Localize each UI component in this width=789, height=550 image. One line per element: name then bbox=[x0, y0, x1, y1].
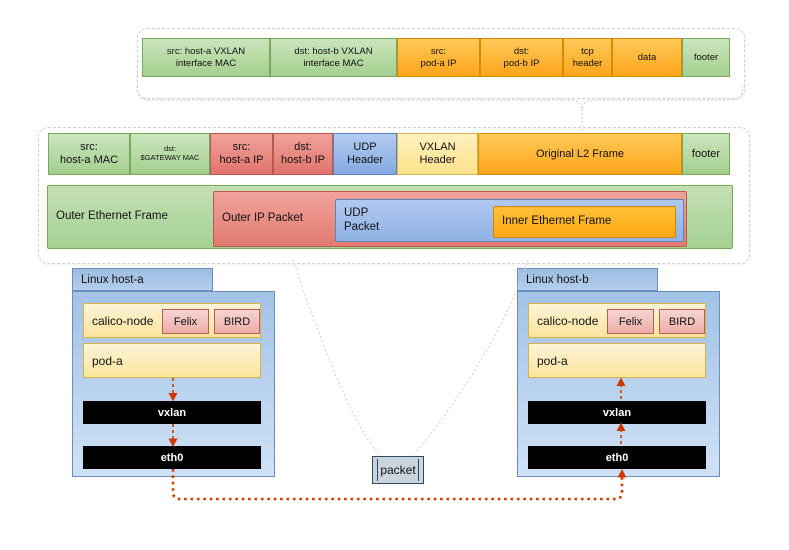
pod-label: pod-a bbox=[537, 353, 568, 368]
felix-label: Felix bbox=[618, 315, 643, 328]
host-b-pod-box: pod-a bbox=[528, 343, 706, 378]
host-a-felix-box: Felix bbox=[162, 309, 209, 334]
frame-segment-dst-gateway-mac: dst: $GATEWAY MAC bbox=[130, 133, 210, 175]
frame-segment-tcp-header: tcp header bbox=[563, 38, 612, 77]
inner-ethernet-frame-box: Inner Ethernet Frame bbox=[493, 206, 676, 238]
host-a-title: Linux host-a bbox=[81, 273, 144, 286]
felix-label: Felix bbox=[173, 315, 198, 328]
frame-segment-dst-host-ip: dst: host-b IP bbox=[273, 133, 333, 175]
linux-host-b-box: calico-node Felix BIRD pod-a vxlan eth0 bbox=[517, 291, 720, 477]
udp-packet-label: UDP Packet bbox=[344, 206, 380, 233]
frame-segment-src-host-ip: src: host-a IP bbox=[210, 133, 273, 175]
host-b-vxlan-interface: vxlan bbox=[528, 401, 706, 424]
frame-segment-original-l2-frame: Original L2 Frame bbox=[478, 133, 682, 175]
vxlan-label: vxlan bbox=[602, 406, 632, 419]
bird-label: BIRD bbox=[223, 315, 251, 328]
outer-ethernet-frame-label: Outer Ethernet Frame bbox=[56, 210, 168, 223]
host-a-bird-box: BIRD bbox=[214, 309, 260, 334]
funnel-connector-left bbox=[292, 259, 380, 455]
inner-ethernet-frame-label: Inner Ethernet Frame bbox=[502, 215, 612, 228]
pod-label: pod-a bbox=[92, 353, 123, 368]
vxlan-label: vxlan bbox=[157, 406, 187, 419]
packet-box: packet bbox=[372, 456, 424, 484]
linux-host-a-box: calico-node Felix BIRD pod-a vxlan eth0 bbox=[72, 291, 275, 477]
frame-segment-outer-footer: footer bbox=[682, 133, 730, 175]
packet-side-line bbox=[377, 459, 378, 481]
outer-ip-packet-label: Outer IP Packet bbox=[222, 212, 303, 225]
outer-ip-packet-box: Outer IP Packet UDP Packet Inner Etherne… bbox=[213, 191, 687, 247]
funnel-connector-right bbox=[413, 259, 529, 455]
bird-label: BIRD bbox=[668, 315, 696, 328]
frame-segment-src-pod-ip: src: pod-a IP bbox=[397, 38, 480, 77]
frame-segment-dst-pod-ip: dst: pod-b IP bbox=[480, 38, 563, 77]
host-a-eth0-interface: eth0 bbox=[83, 446, 261, 469]
host-b-tab: Linux host-b bbox=[517, 268, 658, 291]
frame-segment-vxlan-header: VXLAN Header bbox=[397, 133, 478, 175]
calico-node-label: calico-node bbox=[92, 313, 154, 328]
host-a-calico-node-box: calico-node Felix BIRD bbox=[83, 303, 261, 338]
host-b-calico-node-box: calico-node Felix BIRD bbox=[528, 303, 706, 338]
eth0-label: eth0 bbox=[160, 451, 184, 464]
host-a-pod-box: pod-a bbox=[83, 343, 261, 378]
udp-packet-box: UDP Packet Inner Ethernet Frame bbox=[335, 199, 684, 242]
packet-label: packet bbox=[380, 463, 416, 477]
host-b-eth0-interface: eth0 bbox=[528, 446, 706, 469]
frame-segment-udp-header: UDP Header bbox=[333, 133, 397, 175]
host-b-bird-box: BIRD bbox=[659, 309, 705, 334]
frame-segment-src-vxlan-mac: src: host-a VXLAN interface MAC bbox=[142, 38, 270, 77]
host-b-title: Linux host-b bbox=[526, 273, 589, 286]
frame-segment-footer: footer bbox=[682, 38, 730, 77]
host-a-tab: Linux host-a bbox=[72, 268, 213, 291]
frame-segment-data: data bbox=[612, 38, 682, 77]
calico-node-label: calico-node bbox=[537, 313, 599, 328]
eth0-label: eth0 bbox=[605, 451, 629, 464]
outer-ethernet-frame-box: Outer Ethernet Frame Outer IP Packet UDP… bbox=[47, 185, 733, 249]
host-a-vxlan-interface: vxlan bbox=[83, 401, 261, 424]
host-b-felix-box: Felix bbox=[607, 309, 654, 334]
frame-segment-src-host-mac: src: host-a MAC bbox=[48, 133, 130, 175]
frame-segment-dst-vxlan-mac: dst: host-b VXLAN interface MAC bbox=[270, 38, 397, 77]
packet-side-line bbox=[418, 459, 419, 481]
